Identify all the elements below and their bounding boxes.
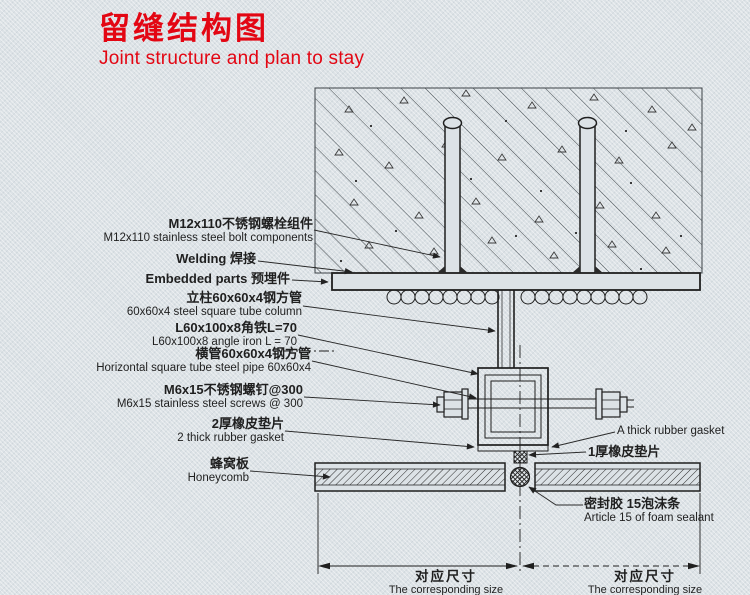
label-honeycomb-zh: 蜂窝板 bbox=[209, 456, 249, 471]
label-sealant: 密封胶 15泡沫条 Article 15 of foam sealant bbox=[584, 496, 714, 524]
label-column-tube-en: 60x60x4 steel square tube column bbox=[126, 305, 302, 318]
dimension-right-en: The corresponding size bbox=[587, 584, 703, 595]
label-horizontal-tube: 横管60x60x4钢方管 Horizontal square tube stee… bbox=[96, 346, 311, 374]
label-2mm-rubber-gasket: 2厚橡皮垫片 2 thick rubber gasket bbox=[177, 416, 284, 444]
label-1mm-rubber-gasket: 1厚橡皮垫片 bbox=[588, 444, 661, 460]
page-title: 留缝结构图 bbox=[99, 11, 269, 46]
label-a-thick-rubber-gasket-text: A thick rubber gasket bbox=[617, 425, 725, 437]
label-welding: Welding 焊接 bbox=[176, 251, 256, 267]
rubber-gasket-strip bbox=[477, 444, 549, 452]
label-horizontal-tube-zh: 横管60x60x4钢方管 bbox=[195, 346, 311, 361]
embedded-plate bbox=[331, 272, 701, 291]
dimension-lines bbox=[317, 493, 701, 574]
label-honeycomb: 蜂窝板 Honeycomb bbox=[187, 456, 249, 484]
label-honeycomb-en: Honeycomb bbox=[187, 471, 249, 484]
label-angle-iron-en: L60x100x8 angle iron L = 70 bbox=[151, 335, 297, 348]
label-m6-screws: M6x15不锈钢螺钉@300 M6x15 stainless steel scr… bbox=[116, 382, 303, 410]
dimension-left-zh: 对应尺寸 bbox=[415, 569, 477, 584]
dimension-right: 对应尺寸 The corresponding size bbox=[545, 569, 745, 595]
rubber-gasket-pad bbox=[513, 450, 528, 464]
label-horizontal-tube-en: Horizontal square tube steel pipe 60x60x… bbox=[96, 361, 311, 374]
foam-rod bbox=[509, 466, 531, 488]
steel-column bbox=[497, 290, 515, 368]
label-a-thick-rubber-gasket: A thick rubber gasket bbox=[617, 425, 724, 438]
leader-lines bbox=[249, 229, 616, 506]
honeycomb-panel-right bbox=[534, 462, 701, 492]
label-m12-bolt: M12x110不锈钢螺栓组件 M12x110 stainless steel b… bbox=[103, 216, 314, 244]
title-block: 留缝结构图 Joint structure and plan to stay bbox=[99, 11, 365, 70]
label-angle-iron: L60x100x8角铁L=70 L60x100x8 angle iron L =… bbox=[151, 320, 297, 348]
anchor-coils bbox=[386, 289, 648, 305]
label-sealant-zh: 密封胶 15泡沫条 bbox=[584, 496, 681, 511]
label-m12-bolt-en: M12x110 stainless steel bolt components bbox=[103, 231, 313, 244]
label-sealant-en: Article 15 of foam sealant bbox=[584, 511, 714, 524]
label-m6-screws-en: M6x15 stainless steel screws @ 300 bbox=[116, 397, 303, 410]
label-m6-screws-zh: M6x15不锈钢螺钉@300 bbox=[163, 382, 303, 397]
label-2mm-rubber-gasket-zh: 2厚橡皮垫片 bbox=[211, 416, 284, 431]
label-angle-iron-zh: L60x100x8角铁L=70 bbox=[175, 320, 297, 335]
through-bolt bbox=[466, 398, 600, 409]
honeycomb-panel-left bbox=[314, 462, 506, 492]
anchor-bolts bbox=[442, 116, 598, 290]
dimension-left-en: The corresponding size bbox=[388, 584, 504, 595]
label-column-tube-zh: 立柱60x60x4钢方管 bbox=[186, 290, 302, 305]
page-subtitle: Joint structure and plan to stay bbox=[99, 48, 365, 70]
label-1mm-rubber-gasket-text: 1厚橡皮垫片 bbox=[588, 444, 661, 459]
label-embedded-parts-text: Embedded parts 预埋件 bbox=[145, 271, 290, 286]
label-welding-text: Welding 焊接 bbox=[176, 251, 256, 266]
right-bolt-nut bbox=[595, 388, 634, 420]
bracket-assembly bbox=[477, 367, 549, 446]
weld-marks bbox=[437, 266, 603, 273]
left-bolt-nut bbox=[436, 388, 469, 420]
dimension-right-zh: 对应尺寸 bbox=[614, 569, 676, 584]
label-m12-bolt-zh: M12x110不锈钢螺栓组件 bbox=[168, 216, 314, 231]
label-embedded-parts: Embedded parts 预埋件 bbox=[145, 271, 290, 287]
label-2mm-rubber-gasket-en: 2 thick rubber gasket bbox=[177, 431, 284, 444]
concrete-section bbox=[314, 87, 703, 274]
dimension-left: 对应尺寸 The corresponding size bbox=[346, 569, 546, 595]
label-column-tube: 立柱60x60x4钢方管 60x60x4 steel square tube c… bbox=[126, 290, 302, 318]
